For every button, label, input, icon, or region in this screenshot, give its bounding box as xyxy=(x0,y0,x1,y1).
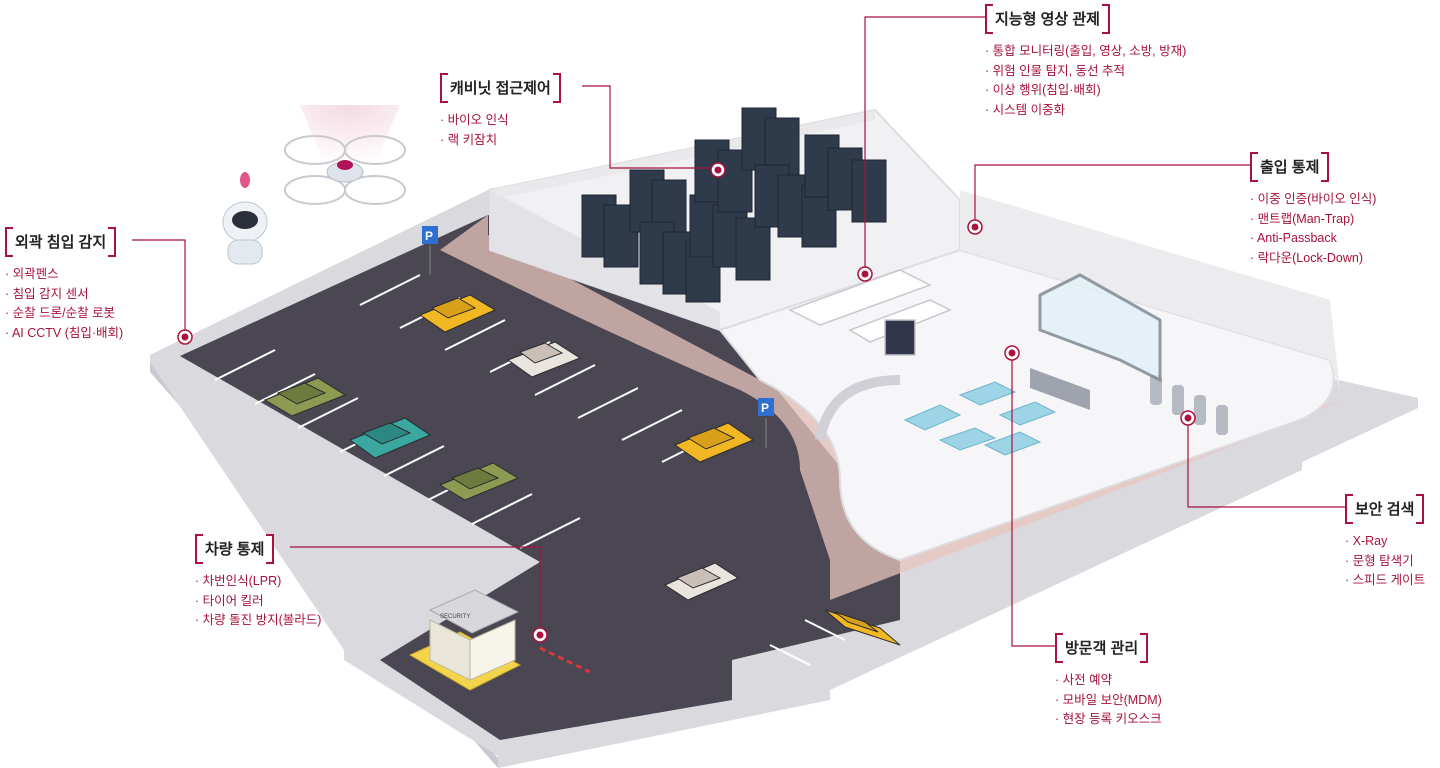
parking-sign-label-1: P xyxy=(425,229,433,243)
marker-perimeter xyxy=(177,329,193,345)
parking-sign-1: P xyxy=(422,226,438,275)
callout-screening: 보안 검색 X-Ray 문형 탐색기 스피드 게이트 xyxy=(1345,494,1425,591)
marker-visitor xyxy=(1004,345,1020,361)
man-trap-glass xyxy=(1038,273,1162,383)
car-yellow-2 xyxy=(673,422,755,463)
callout-title-access: 출입 통제 xyxy=(1250,152,1330,182)
list-item: AI CCTV (침입·배회) xyxy=(5,324,123,344)
parked-cars xyxy=(263,294,901,646)
callout-title-video: 지능형 영상 관제 xyxy=(985,4,1110,34)
speed-gates xyxy=(1150,375,1228,435)
list-item: 사전 예약 xyxy=(1055,671,1162,691)
list-item: 스피드 게이트 xyxy=(1345,571,1425,591)
callout-title-visitor: 방문객 관리 xyxy=(1055,633,1149,663)
list-item: Anti-Passback xyxy=(1250,229,1376,249)
security-booth: SECURITY xyxy=(408,589,522,691)
list-item: 순찰 드론/순찰 로봇 xyxy=(5,304,123,324)
list-item: 문형 탐색기 xyxy=(1345,552,1425,572)
list-item: 이중 인증(바이오 인식) xyxy=(1250,190,1377,210)
callout-list-video: 통합 모니터링(출입, 영상, 소방, 방재) 위험 인물 탐지, 동선 추적 … xyxy=(985,42,1187,121)
lobby-glass-wall xyxy=(815,375,901,441)
callout-video: 지능형 영상 관제 통합 모니터링(출입, 영상, 소방, 방재) 위험 인물 … xyxy=(985,4,1186,120)
list-item: 타이어 킬러 xyxy=(195,592,321,612)
list-item: 모바일 보안(MDM) xyxy=(1055,691,1162,711)
marker-access xyxy=(967,219,983,235)
car-green-1 xyxy=(263,377,347,417)
list-item: 외곽펜스 xyxy=(5,265,123,285)
callout-markers xyxy=(177,162,1196,643)
callout-cabinet: 캐비닛 접근제어 바이오 인식 랙 키잠치 xyxy=(440,73,561,150)
parking-sign-2: P xyxy=(758,398,774,448)
patrol-robot xyxy=(222,172,268,265)
list-item: 통합 모니터링(출입, 영상, 소방, 방재) xyxy=(985,42,1187,62)
callout-vehicle: 차량 통제 차번인식(LPR) 타이어 킬러 차량 돌진 방지(볼라드) xyxy=(195,534,321,631)
car-yellow-1 xyxy=(418,294,497,333)
marker-vehicle xyxy=(532,627,548,643)
list-item: 바이오 인식 xyxy=(440,111,561,131)
car-white-2 xyxy=(663,562,740,601)
callout-title-vehicle: 차량 통제 xyxy=(195,534,275,564)
list-item: 이상 행위(침입·배회) xyxy=(985,81,1186,101)
list-item: 랙 키잠치 xyxy=(440,131,561,151)
control-room-desks xyxy=(788,269,952,356)
list-item: 차량 돌진 방지(볼라드) xyxy=(195,611,322,631)
callout-visitor: 방문객 관리 사전 예약 모바일 보안(MDM) 현장 등록 키오스크 xyxy=(1055,633,1162,730)
callout-access: 출입 통제 이중 인증(바이오 인식) 맨트랩(Man-Trap) Anti-P… xyxy=(1250,152,1376,268)
list-item: 차번인식(LPR) xyxy=(195,572,321,592)
marker-cabinet xyxy=(710,162,726,178)
list-item: 시스템 이중화 xyxy=(985,101,1186,121)
list-item: 맨트랩(Man-Trap) xyxy=(1250,210,1376,230)
car-green-2 xyxy=(438,462,520,501)
marker-screening xyxy=(1180,410,1196,426)
callout-list-screening: X-Ray 문형 탐색기 스피드 게이트 xyxy=(1345,532,1425,591)
callout-title-cabinet: 캐비닛 접근제어 xyxy=(440,73,561,103)
callout-list-visitor: 사전 예약 모바일 보안(MDM) 현장 등록 키오스크 xyxy=(1055,671,1162,730)
callout-list-cabinet: 바이오 인식 랙 키잠치 xyxy=(440,111,561,150)
building-wall-right xyxy=(960,190,1340,390)
reception-desk xyxy=(1030,368,1090,410)
parking-sign-label-2: P xyxy=(761,401,769,415)
lobby-seating xyxy=(903,381,1057,456)
server-racks xyxy=(581,107,887,303)
callout-perimeter: 외곽 침입 감지 외곽펜스 침입 감지 센서 순찰 드론/순찰 로봇 AI CC… xyxy=(5,227,123,343)
callout-connectors xyxy=(132,16,1345,647)
car-white-1 xyxy=(506,341,582,378)
callout-list-vehicle: 차번인식(LPR) 타이어 킬러 차량 돌진 방지(볼라드) xyxy=(195,572,322,631)
callout-list-perimeter: 외곽펜스 침입 감지 센서 순찰 드론/순찰 로봇 AI CCTV (침입·배회… xyxy=(5,265,123,343)
marker-video xyxy=(857,266,873,282)
callout-title-screening: 보안 검색 xyxy=(1345,494,1425,524)
list-item: X-Ray xyxy=(1345,532,1425,552)
callout-list-access: 이중 인증(바이오 인식) 맨트랩(Man-Trap) Anti-Passbac… xyxy=(1250,190,1376,268)
callout-title-perimeter: 외곽 침입 감지 xyxy=(5,227,117,257)
car-teal xyxy=(348,417,432,459)
car-yellow-3 xyxy=(824,609,901,646)
patrol-drone xyxy=(284,105,406,205)
parking-asphalt xyxy=(180,215,900,740)
list-item: 현장 등록 키오스크 xyxy=(1055,710,1162,730)
list-item: 침입 감지 센서 xyxy=(5,285,123,305)
list-item: 위험 인물 탐지, 동선 추적 xyxy=(985,62,1186,82)
booth-sign: SECURITY xyxy=(440,614,470,620)
list-item: 락다운(Lock-Down) xyxy=(1250,249,1376,269)
